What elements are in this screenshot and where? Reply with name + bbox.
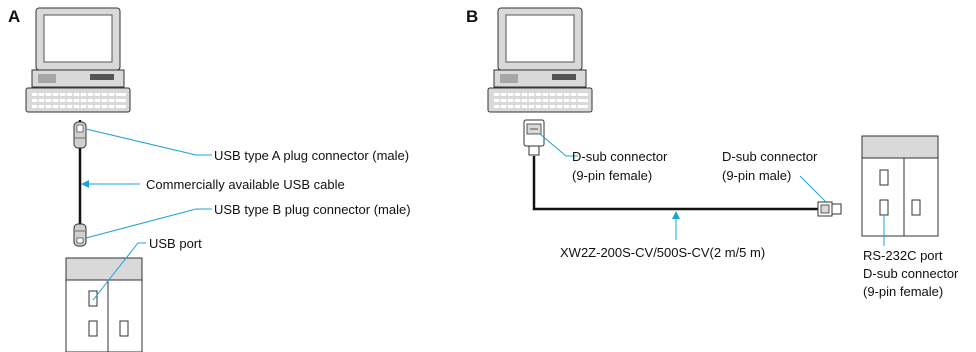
panel-b-leaders [539, 133, 885, 246]
usb-port-label: USB port [149, 236, 202, 251]
panel-b-letter: B [466, 7, 478, 26]
dsub-male-connector-icon [817, 201, 842, 217]
rs232c-port-label-line1: RS-232C port [863, 248, 943, 263]
usb-b-plug-icon [73, 223, 87, 247]
rs232c-port-label-line2: D-sub connector [863, 266, 959, 281]
computer-b-icon [487, 7, 593, 113]
dsub-pc-label-line1: D-sub connector [572, 149, 668, 164]
dsub-female-connector-icon [523, 119, 545, 156]
usb-b-plug-label: USB type B plug connector (male) [214, 202, 411, 217]
computer-a-icon [25, 7, 131, 113]
panel-a-letter: A [8, 7, 20, 26]
usb-a-plug-label: USB type A plug connector (male) [214, 148, 409, 163]
plc-a-icon [65, 257, 143, 352]
dsub-pc-label-line2: (9-pin female) [572, 168, 652, 183]
rs232c-port-label-line3: (9-pin female) [863, 284, 943, 299]
dsub-plc-label-line2: (9-pin male) [722, 168, 791, 183]
plc-b-icon [861, 135, 939, 237]
dsub-plc-label-line1: D-sub connector [722, 149, 818, 164]
cable-model-label: XW2Z-200S-CV/500S-CV(2 m/5 m) [560, 245, 765, 260]
usb-cable-label: Commercially available USB cable [146, 177, 345, 192]
rs232c-cable [532, 156, 818, 211]
usb-a-plug-icon [73, 121, 87, 149]
panel-a-leaders [81, 128, 212, 301]
